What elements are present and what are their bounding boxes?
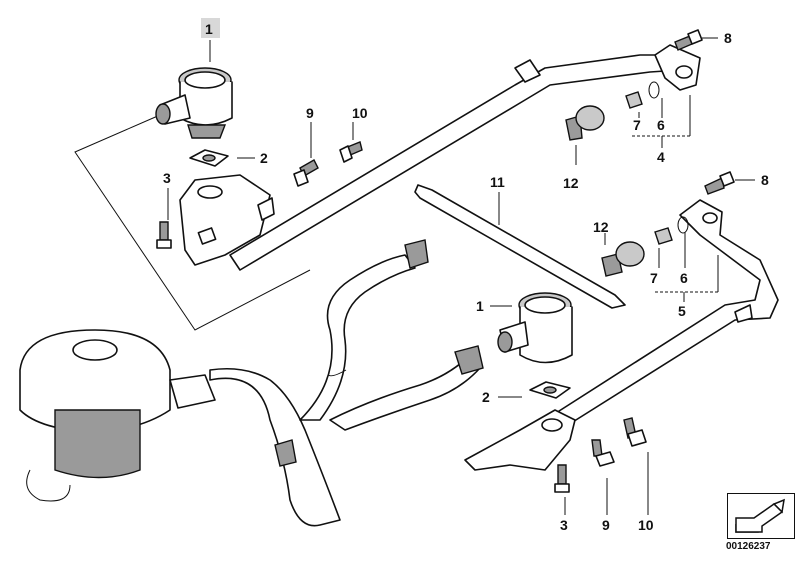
- bolt-9-bottom: [591, 439, 615, 467]
- bolt-10-bottom: [623, 417, 647, 447]
- callout-3-top: 3: [163, 170, 171, 186]
- bolt-8-mid: [704, 171, 735, 195]
- callout-3-bottom: 3: [560, 517, 568, 533]
- callout-1-highlight: [201, 18, 220, 38]
- callout-12-top: 12: [563, 175, 579, 191]
- callout-7-mid: 7: [650, 270, 658, 286]
- callout-2-bottom: 2: [482, 389, 490, 405]
- plug-12-top: [565, 105, 605, 141]
- bolt-9-top: [293, 159, 319, 187]
- air-valve-bottom: [497, 292, 573, 364]
- callout-7-top: 7: [633, 117, 641, 133]
- bracket-bottom: [464, 409, 576, 471]
- assembly-outline: [74, 114, 311, 331]
- bolt-8-top: [674, 29, 703, 51]
- callout-4: 4: [657, 149, 665, 165]
- sleeve-7-mid: [654, 227, 673, 245]
- gasket-bottom: [529, 381, 571, 399]
- leader-lines: [167, 37, 755, 515]
- support-rod: [414, 184, 626, 309]
- callout-5: 5: [678, 303, 686, 319]
- air-pipe-upper: [229, 44, 701, 271]
- secondary-air-pump: [19, 329, 216, 502]
- callout-1-bottom: 1: [476, 298, 484, 314]
- arrow-icon: [735, 498, 785, 533]
- air-hose: [209, 239, 484, 527]
- callout-1-top: 1: [205, 21, 213, 37]
- callout-11: 11: [490, 174, 505, 190]
- sleeve-7-top: [625, 91, 643, 109]
- callout-6-mid: 6: [680, 270, 688, 286]
- navigation-arrow-box[interactable]: [727, 493, 795, 539]
- ring-6-mid: [677, 216, 689, 234]
- callout-6-top: 6: [657, 117, 665, 133]
- bolt-10-top: [339, 141, 363, 163]
- callout-8-top: 8: [724, 30, 732, 46]
- callout-12-mid: 12: [593, 219, 609, 235]
- bolt-3-top: [156, 221, 172, 249]
- plug-12-mid: [601, 241, 645, 277]
- bolt-3-bottom: [554, 464, 570, 493]
- callout-10-bottom: 10: [638, 517, 654, 533]
- air-pipe-lower: [544, 199, 779, 431]
- gasket-top: [189, 149, 229, 167]
- bracket-top: [179, 174, 275, 266]
- callout-8-mid: 8: [761, 172, 769, 188]
- callout-9-bottom: 9: [602, 517, 610, 533]
- diagram-id: 00126237: [726, 541, 771, 552]
- callout-10-top: 10: [352, 105, 368, 121]
- callout-2-top: 2: [260, 150, 268, 166]
- air-valve-top: [155, 67, 233, 139]
- ring-6-top: [648, 81, 660, 99]
- callout-9-top: 9: [306, 105, 314, 121]
